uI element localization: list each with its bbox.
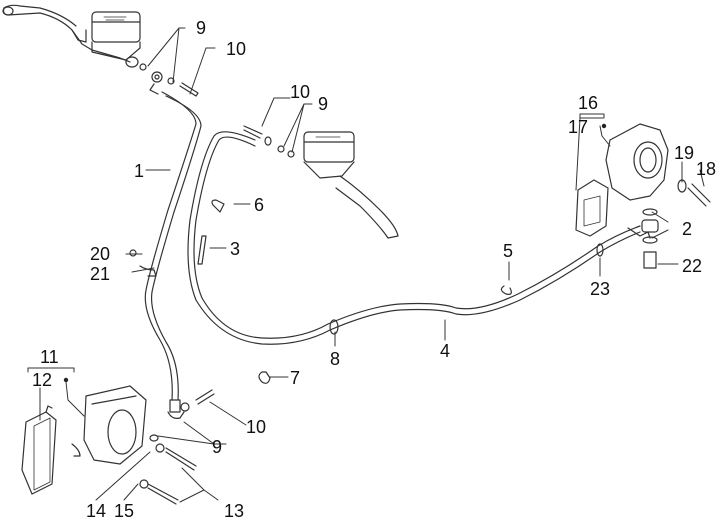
callout-21: 21 [90, 264, 111, 284]
callout-14: 14 [86, 501, 107, 519]
callout-23: 23 [590, 279, 611, 299]
callout-12: 12 [32, 370, 53, 390]
callout-5: 5 [503, 241, 514, 261]
callout-10-right: 10 [290, 82, 311, 102]
callout-16: 16 [578, 93, 599, 113]
kit-dot-11 [63, 377, 69, 383]
callout-4: 4 [440, 341, 451, 361]
callout-2: 2 [682, 219, 693, 239]
callout-3: 3 [230, 239, 241, 259]
callout-9-left: 9 [196, 18, 207, 38]
callout-20: 20 [90, 244, 111, 264]
callout-11: 11 [40, 347, 59, 367]
leader-lines [27, 27, 705, 503]
front-caliper [21, 385, 215, 505]
callout-10-left: 10 [226, 39, 247, 59]
right-master-cylinder [243, 125, 399, 239]
callout-6: 6 [254, 195, 265, 215]
callout-18: 18 [696, 159, 717, 179]
callout-13: 13 [224, 501, 245, 519]
front-brake-hose [144, 91, 202, 419]
small-clips [129, 199, 512, 384]
callout-19: 19 [674, 143, 695, 163]
callout-8: 8 [330, 349, 341, 369]
left-master-cylinder [2, 4, 199, 97]
callout-9-bottom: 9 [212, 437, 223, 457]
callout-1: 1 [134, 161, 145, 181]
rear-brake-hose [187, 131, 651, 345]
callout-7: 7 [290, 368, 301, 388]
callout-9-right: 9 [318, 94, 329, 114]
callout-10-bottom: 10 [246, 417, 267, 437]
callout-15: 15 [114, 501, 135, 519]
callout-22: 22 [682, 256, 703, 276]
callout-17: 17 [568, 117, 589, 137]
kit-dot-16 [601, 123, 607, 129]
